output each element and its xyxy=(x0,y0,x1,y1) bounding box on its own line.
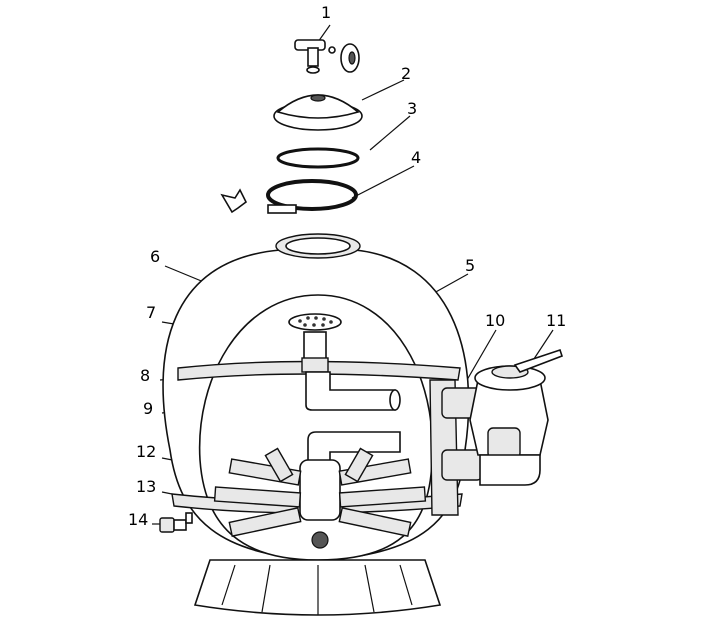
part-label-10: 10 xyxy=(485,311,506,330)
part-label-3: 3 xyxy=(407,99,418,118)
part-label-6: 6 xyxy=(150,247,161,266)
part-label-4: 4 xyxy=(411,148,422,167)
part-label-12: 12 xyxy=(136,442,157,461)
laterals xyxy=(213,447,427,549)
part-label-2: 2 xyxy=(401,64,412,83)
filter-base xyxy=(193,559,442,616)
filter-lid xyxy=(273,94,363,131)
part-label-9: 9 xyxy=(143,399,154,418)
drain-plug xyxy=(159,512,193,533)
part-label-1: 1 xyxy=(321,3,332,22)
top-diffuser xyxy=(288,313,342,331)
part-label-5: 5 xyxy=(465,256,476,275)
part-label-13: 13 xyxy=(136,477,157,496)
multiport-valve xyxy=(441,348,564,486)
part-label-8: 8 xyxy=(140,366,151,385)
part-label-14: 14 xyxy=(128,510,149,529)
part-label-11: 11 xyxy=(546,311,567,330)
internal-pipes xyxy=(301,331,401,476)
part-label-7: 7 xyxy=(146,303,157,322)
lid-clamp xyxy=(220,179,358,214)
o-ring xyxy=(276,147,360,169)
air-release-valve xyxy=(294,39,360,74)
